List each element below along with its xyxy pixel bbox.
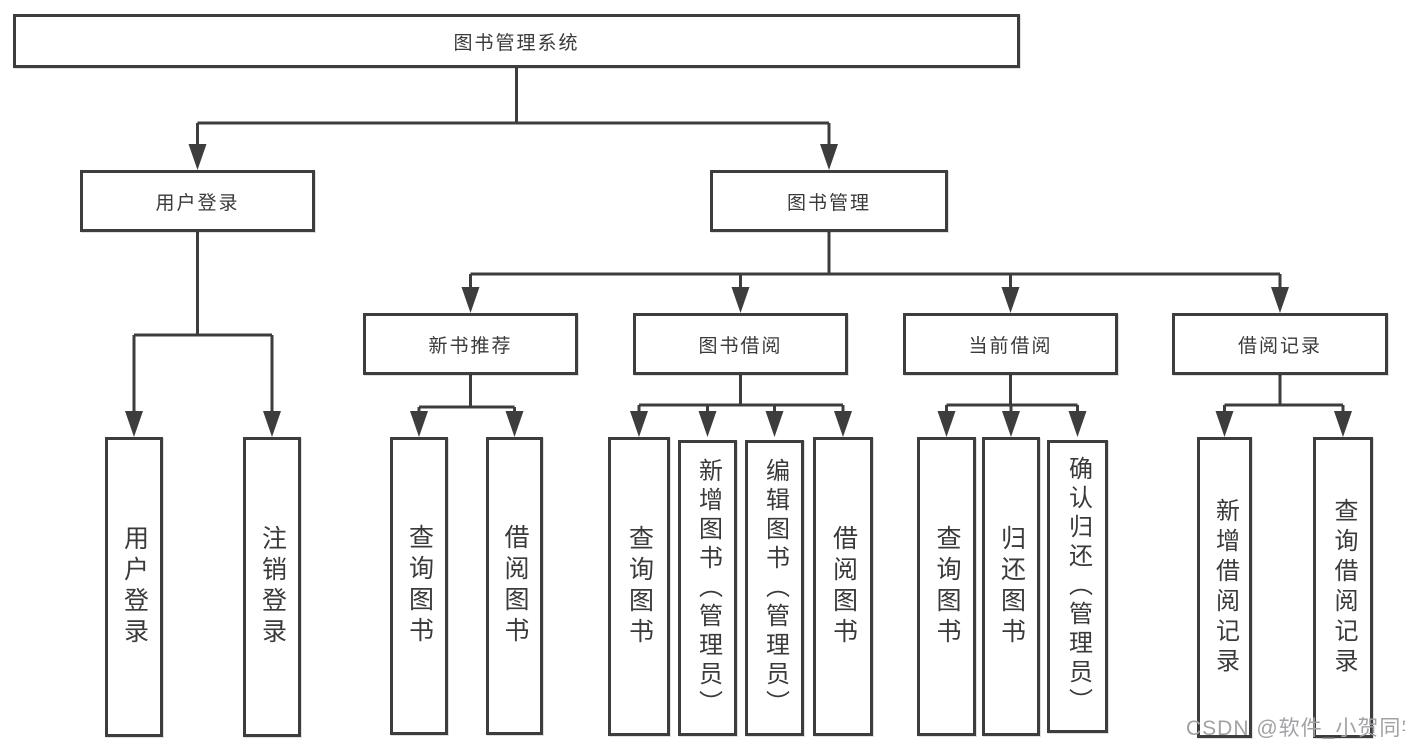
- node-add-borrow-record-label: 新增借阅记录: [1211, 497, 1239, 678]
- node-add-book-admin: 新增图书（管理员）: [678, 440, 737, 736]
- node-query-books-b-label: 查询图书: [625, 524, 654, 649]
- node-logout-leaf-label: 注销登录: [258, 525, 287, 649]
- node-query-books-b: 查询图书: [608, 437, 670, 736]
- node-current-borrowing: 当前借阅: [903, 313, 1118, 375]
- node-borrowing-records: 借阅记录: [1172, 313, 1388, 375]
- node-new-book-recommend-label: 新书推荐: [428, 335, 513, 357]
- node-query-borrow-record-label: 查询借阅记录: [1330, 497, 1357, 678]
- node-return-books-label: 归还图书: [997, 524, 1026, 649]
- node-book-borrowing: 图书借阅: [633, 313, 848, 375]
- node-borrow-books-a-label: 借阅图书: [501, 524, 529, 648]
- node-query-books-c-label: 查询图书: [933, 524, 961, 649]
- node-new-book-recommend: 新书推荐: [363, 313, 578, 375]
- node-edit-book-admin: 编辑图书（管理员）: [745, 440, 804, 736]
- node-edit-book-admin-label: 编辑图书（管理员）: [761, 457, 789, 719]
- node-borrow-books-a: 借阅图书: [486, 437, 543, 735]
- csdn-watermark: CSDN @软件_小贺同学: [1186, 717, 1405, 740]
- node-user-login: 用户登录: [80, 170, 315, 232]
- node-borrow-books-b: 借阅图书: [813, 437, 873, 736]
- node-add-book-admin-label: 新增图书（管理员）: [694, 457, 722, 719]
- node-book-management-label: 图书管理: [786, 192, 871, 214]
- node-root: 图书管理系统: [13, 14, 1020, 68]
- node-query-books-c: 查询图书: [917, 437, 976, 736]
- node-return-books: 归还图书: [982, 437, 1040, 736]
- node-user-login-label: 用户登录: [155, 192, 240, 214]
- node-user-login-leaf-label: 用户登录: [120, 525, 149, 649]
- node-query-borrow-record: 查询借阅记录: [1313, 437, 1373, 738]
- node-logout-leaf: 注销登录: [243, 437, 301, 737]
- node-user-login-leaf: 用户登录: [105, 437, 163, 737]
- node-query-books-a: 查询图书: [390, 437, 448, 735]
- node-add-borrow-record: 新增借阅记录: [1197, 437, 1252, 738]
- node-root-label: 图书管理系统: [453, 32, 580, 54]
- node-current-borrowing-label: 当前借阅: [968, 335, 1053, 357]
- arrow-heads: [125, 144, 1352, 437]
- node-book-management: 图书管理: [710, 170, 948, 232]
- node-borrow-books-b-label: 借阅图书: [829, 524, 858, 649]
- arrow-shafts: [132, 123, 1345, 413]
- node-confirm-return-admin-label: 确认归还（管理员）: [1064, 456, 1092, 717]
- node-confirm-return-admin: 确认归还（管理员）: [1047, 440, 1108, 733]
- node-borrowing-records-label: 借阅记录: [1237, 335, 1322, 357]
- connector-rails: [134, 66, 1343, 409]
- node-query-books-a-label: 查询图书: [405, 524, 434, 648]
- node-book-borrowing-label: 图书借阅: [698, 335, 783, 357]
